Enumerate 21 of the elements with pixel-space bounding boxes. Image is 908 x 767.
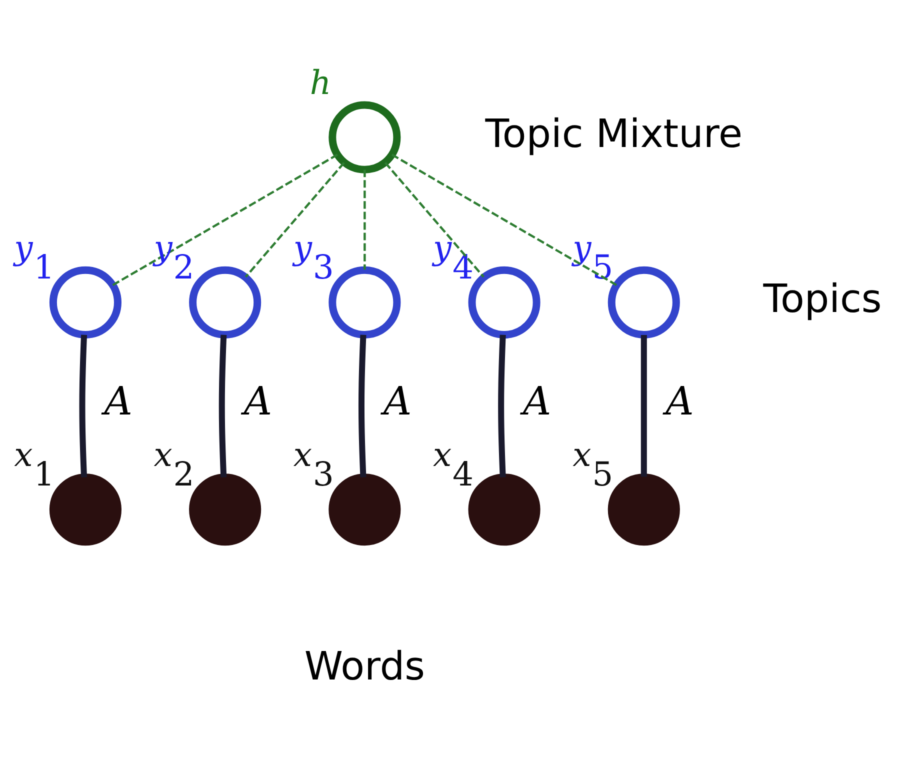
label: Words — [304, 644, 425, 690]
connector — [358, 334, 366, 478]
connector — [640, 334, 647, 477]
edge-label: A — [383, 380, 412, 425]
node-circle — [189, 266, 262, 338]
node-circle — [49, 474, 122, 546]
connector — [79, 334, 88, 478]
connector — [364, 170, 366, 270]
edge-label: A — [244, 380, 272, 425]
node-circle — [328, 101, 401, 174]
node-circle — [49, 266, 122, 338]
label: Topic Mixture — [485, 112, 743, 157]
connector — [384, 162, 484, 278]
connector — [244, 162, 345, 278]
connector — [391, 154, 618, 286]
connector — [218, 334, 227, 478]
node-circle — [189, 474, 262, 546]
node-label: h — [310, 62, 332, 102]
connector — [498, 334, 506, 478]
label: Topics — [763, 276, 882, 322]
connector — [112, 154, 338, 286]
